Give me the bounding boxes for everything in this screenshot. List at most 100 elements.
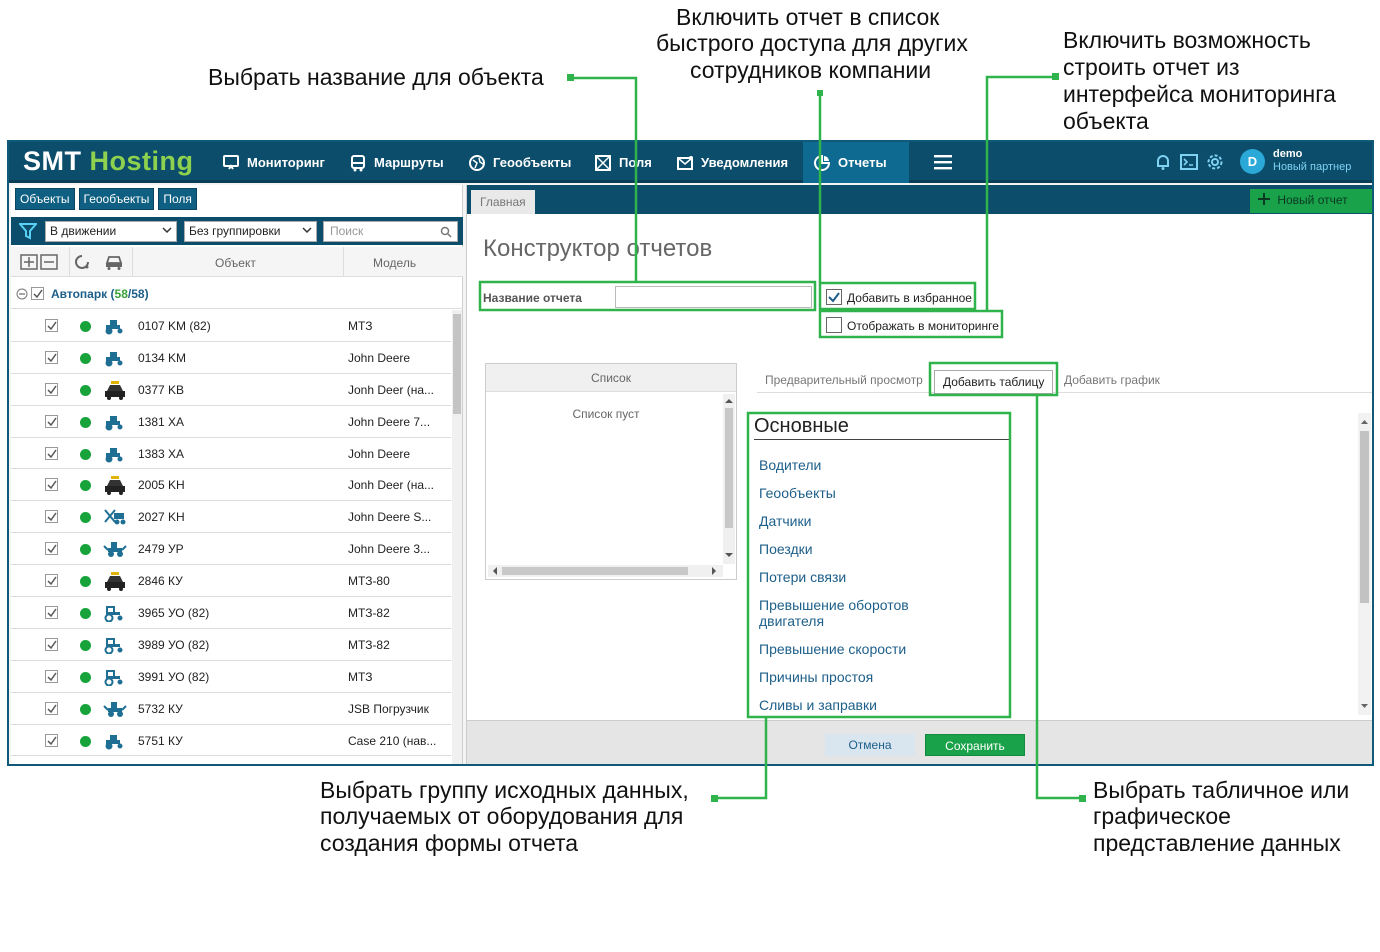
data-group-item[interactable]: Превышение скорости bbox=[759, 641, 907, 657]
objects-scrollbar[interactable] bbox=[452, 310, 462, 764]
column-object[interactable]: Объект bbox=[215, 256, 256, 270]
row-checkbox[interactable] bbox=[45, 414, 58, 428]
bell-icon[interactable] bbox=[1154, 153, 1172, 171]
taxi-icon bbox=[105, 380, 125, 400]
refresh-icon[interactable] bbox=[73, 253, 91, 271]
row-checkbox[interactable] bbox=[45, 637, 58, 651]
row-checkbox[interactable] bbox=[45, 669, 58, 683]
scroll-up-icon[interactable] bbox=[1358, 417, 1371, 427]
new-report-button[interactable]: Новый отчет bbox=[1250, 189, 1372, 213]
menu-icon[interactable] bbox=[934, 154, 952, 170]
object-number: 3965 УО (82) bbox=[138, 606, 210, 621]
data-group-item[interactable]: Сливы и заправки bbox=[759, 697, 877, 713]
list-vscrollbar[interactable] bbox=[723, 394, 735, 564]
app-logo[interactable]: SMT Hosting bbox=[23, 146, 194, 176]
table-row[interactable]: 3965 УО (82)МТЗ-82 bbox=[11, 597, 451, 629]
nav-fields[interactable]: Поля bbox=[584, 142, 662, 183]
loader-icon bbox=[103, 542, 127, 558]
row-checkbox[interactable] bbox=[45, 606, 58, 620]
row-checkbox[interactable] bbox=[45, 510, 58, 524]
row-checkbox[interactable] bbox=[45, 733, 58, 747]
row-checkbox[interactable] bbox=[45, 701, 58, 715]
content-scrollbar[interactable] bbox=[1358, 413, 1371, 715]
row-checkbox[interactable] bbox=[45, 478, 58, 492]
favorite-checkbox[interactable] bbox=[826, 289, 842, 305]
data-group-item[interactable]: Превышение оборотов двигателя bbox=[759, 597, 909, 629]
report-name-label: Название отчета bbox=[483, 291, 582, 305]
cancel-button[interactable]: Отмена bbox=[825, 734, 915, 756]
nav-routes[interactable]: Маршруты bbox=[339, 142, 454, 183]
annotation-share-1: Включить отчет в список bbox=[676, 4, 940, 30]
group-checkbox[interactable] bbox=[31, 287, 44, 300]
user-name[interactable]: demo bbox=[1273, 148, 1303, 160]
tab-add-table[interactable]: Добавить таблицу bbox=[934, 370, 1054, 394]
data-group-item[interactable]: Поездки bbox=[759, 541, 813, 557]
nav-notifications[interactable]: Уведомления bbox=[666, 142, 798, 183]
list-hscrollbar[interactable] bbox=[488, 565, 723, 577]
data-group-item[interactable]: Водители bbox=[759, 457, 822, 473]
gear-icon[interactable] bbox=[1206, 153, 1224, 171]
data-group-item[interactable]: Потери связи bbox=[759, 569, 847, 585]
car-icon[interactable] bbox=[104, 253, 124, 271]
monitoring-checkbox[interactable] bbox=[826, 317, 842, 333]
scroll-left-icon[interactable] bbox=[490, 565, 500, 577]
scroll-right-icon[interactable] bbox=[709, 565, 719, 577]
tab-geoobjects[interactable]: Геообъекты bbox=[78, 188, 155, 210]
check-icon bbox=[47, 449, 57, 458]
monitoring-label: Отображать в мониторинге bbox=[847, 319, 999, 333]
nav-reports[interactable]: Отчеты bbox=[803, 142, 909, 183]
grouping-select[interactable]: Без группировки bbox=[184, 221, 317, 242]
field-icon bbox=[595, 154, 611, 171]
row-checkbox[interactable] bbox=[45, 382, 58, 396]
row-checkbox[interactable] bbox=[45, 319, 58, 332]
tab-preview[interactable]: Предварительный просмотр bbox=[765, 373, 923, 387]
tab-main[interactable]: Главная bbox=[471, 190, 535, 214]
row-checkbox[interactable] bbox=[45, 542, 58, 556]
object-number: 3991 УО (82) bbox=[138, 669, 210, 684]
data-group-item[interactable]: Датчики bbox=[759, 513, 812, 529]
object-model: Case 210 (нав... bbox=[348, 733, 437, 748]
scroll-up-icon[interactable] bbox=[723, 396, 735, 406]
collapse-icon[interactable] bbox=[16, 288, 28, 300]
row-checkbox[interactable] bbox=[45, 574, 58, 588]
table-row[interactable]: 3991 УО (82)МТЗ bbox=[11, 661, 451, 693]
data-group-item[interactable]: Причины простоя bbox=[759, 669, 874, 685]
tab-objects[interactable]: Объекты bbox=[15, 188, 75, 210]
column-model[interactable]: Модель bbox=[373, 256, 417, 270]
terminal-icon[interactable] bbox=[1180, 153, 1198, 171]
state-select[interactable]: В движении bbox=[45, 221, 177, 242]
tab-add-chart[interactable]: Добавить график bbox=[1064, 373, 1160, 387]
filter-icon[interactable] bbox=[19, 222, 37, 240]
row-checkbox[interactable] bbox=[45, 350, 58, 364]
tractor-icon bbox=[105, 415, 123, 431]
search-input[interactable]: Поиск bbox=[323, 221, 458, 242]
save-button[interactable]: Сохранить bbox=[925, 734, 1025, 756]
annotation-group-1: Выбрать группу исходных данных, bbox=[320, 777, 689, 803]
nav-monitoring[interactable]: Мониторинг bbox=[212, 142, 335, 183]
expand-collapse-icon[interactable] bbox=[20, 253, 58, 271]
row-checkbox[interactable] bbox=[45, 446, 58, 460]
annotation-view-1: Выбрать табличное или bbox=[1093, 777, 1350, 803]
nav-geoobjects[interactable]: Геообъекты bbox=[458, 142, 581, 183]
table-row[interactable]: 0107 KM (82)МТЗ bbox=[11, 310, 451, 342]
group-row[interactable]: Автопарк (58/58) bbox=[11, 279, 463, 309]
report-name-input[interactable] bbox=[615, 286, 812, 308]
status-dot bbox=[80, 639, 91, 651]
avatar[interactable]: D bbox=[1240, 149, 1265, 174]
scroll-down-icon[interactable] bbox=[1358, 701, 1371, 711]
scroll-down-icon[interactable] bbox=[723, 550, 735, 560]
data-group-item[interactable]: Геообъекты bbox=[759, 485, 836, 501]
tab-fields[interactable]: Поля bbox=[158, 188, 197, 210]
table-row[interactable]: 3989 УО (82)МТЗ-82 bbox=[11, 629, 451, 661]
